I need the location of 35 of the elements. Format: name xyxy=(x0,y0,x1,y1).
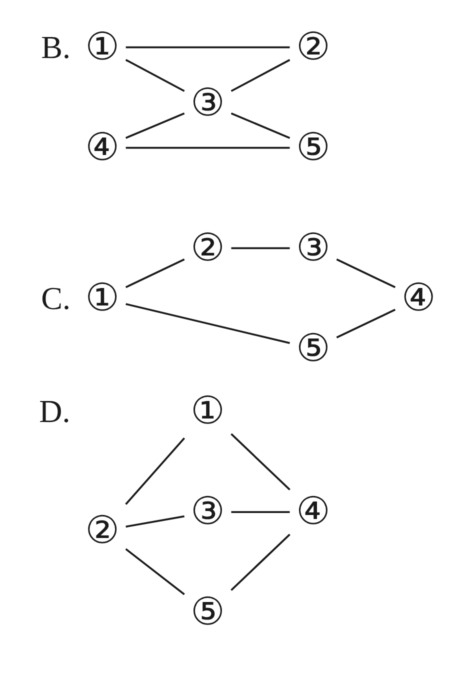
connector-line xyxy=(125,258,185,288)
circled-number: ② xyxy=(85,510,120,552)
connector-line xyxy=(125,59,185,92)
option-letter: D. xyxy=(39,394,70,430)
circled-number: ① xyxy=(85,26,120,68)
connector-line xyxy=(125,548,185,596)
connector-line xyxy=(126,515,184,528)
connector-line xyxy=(230,59,290,92)
circled-number: ⑤ xyxy=(296,126,330,169)
connector-line xyxy=(336,308,396,338)
connector-line xyxy=(230,433,290,490)
connector-line xyxy=(231,247,290,250)
option-letter: B. xyxy=(41,30,71,65)
connector-line xyxy=(231,511,290,514)
option-letter: C. xyxy=(41,280,71,316)
circled-number: ① xyxy=(85,277,120,320)
circled-number: ③ xyxy=(296,227,330,270)
connector-line xyxy=(126,46,290,48)
circled-number: ② xyxy=(190,227,225,270)
circled-number: ④ xyxy=(296,491,330,534)
connector-line xyxy=(230,112,290,139)
circled-number: ③ xyxy=(190,491,225,534)
circled-number: ⑤ xyxy=(296,328,330,370)
circled-number: ④ xyxy=(402,277,436,320)
circled-number: ④ xyxy=(85,126,120,169)
connector-line xyxy=(230,534,290,591)
connector-line xyxy=(125,438,186,505)
connector-line xyxy=(126,146,290,149)
connector-line xyxy=(126,303,290,344)
circled-number: ② xyxy=(296,26,330,68)
connector-line xyxy=(336,258,396,288)
connector-line xyxy=(125,112,185,139)
circled-number: ⑤ xyxy=(190,592,225,634)
circled-number: ① xyxy=(190,390,225,433)
circled-number: ③ xyxy=(190,82,225,125)
